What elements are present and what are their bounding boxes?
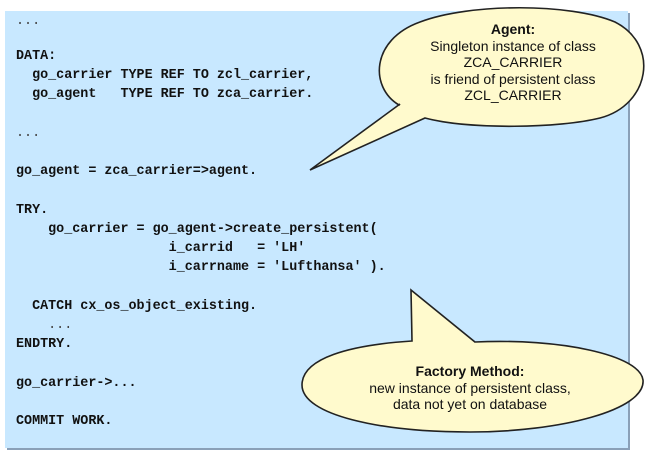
factory-callout-line: new instance of persistent class, — [369, 379, 571, 396]
code-line-ellipsis-top: ... — [16, 14, 41, 29]
agent-callout-line: is friend of persistent class — [430, 70, 596, 87]
code-line-param-carrid: i_carrid = 'LH' — [16, 241, 306, 256]
code-line-ellipsis-catch: ... — [16, 318, 73, 333]
agent-callout-bubble — [309, 7, 645, 171]
code-line-agent-assign: go_agent = zca_carrier=>agent. — [16, 164, 258, 179]
code-line-param-carrname: i_carrname = 'Lufthansa' ). — [16, 260, 386, 275]
code-line-catch: CATCH cx_os_object_existing. — [16, 299, 258, 314]
agent-callout-line: Singleton instance of class — [430, 37, 596, 54]
factory-callout-bubble — [301, 288, 644, 433]
code-line-create-persistent: go_carrier = go_agent->create_persistent… — [16, 222, 378, 237]
code-line-commit-work: COMMIT WORK. — [16, 414, 113, 429]
agent-callout-title: Agent: — [490, 21, 536, 37]
code-line-try: TRY. — [16, 203, 49, 218]
agent-callout: Agent: Singleton instance of class ZCA_C… — [398, 21, 628, 104]
code-line-ellipsis-mid: ... — [16, 126, 41, 141]
code-line-go-agent-decl: go_agent TYPE REF TO zca_carrier. — [16, 87, 314, 102]
code-line-go-carrier-use: go_carrier->... — [16, 376, 137, 391]
agent-callout-line: ZCA_CARRIER — [463, 54, 563, 70]
factory-callout-line: data not yet on database — [392, 396, 548, 412]
code-line-data-keyword: DATA: — [16, 49, 57, 64]
agent-callout-line: ZCL_CARRIER — [464, 87, 562, 103]
factory-callout: Factory Method: new instance of persiste… — [340, 363, 600, 413]
code-line-endtry: ENDTRY. — [16, 337, 73, 352]
code-line-go-carrier-decl: go_carrier TYPE REF TO zcl_carrier, — [16, 68, 314, 83]
factory-callout-title: Factory Method: — [415, 363, 525, 379]
